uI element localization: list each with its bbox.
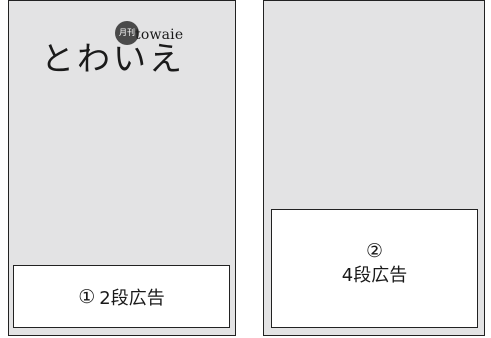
masthead-kana-title: とわいえ	[41, 39, 185, 78]
ad-label: 4段広告	[341, 264, 408, 286]
ad-label: 2段広告	[99, 287, 165, 309]
masthead-badge: 月刊	[115, 21, 139, 45]
ad-box-4dan: ② 4段広告	[271, 209, 478, 328]
masthead-latin-title: towaie	[135, 27, 184, 43]
ad-number: ②	[365, 239, 384, 262]
page-right: ② 4段広告	[263, 0, 485, 336]
ad-box-2dan: ① 2段広告	[13, 265, 230, 328]
ad-number: ①	[78, 285, 96, 308]
page-left: 月刊 towaie とわいえ ① 2段広告	[8, 0, 236, 336]
masthead: 月刊 towaie とわいえ	[31, 15, 221, 78]
